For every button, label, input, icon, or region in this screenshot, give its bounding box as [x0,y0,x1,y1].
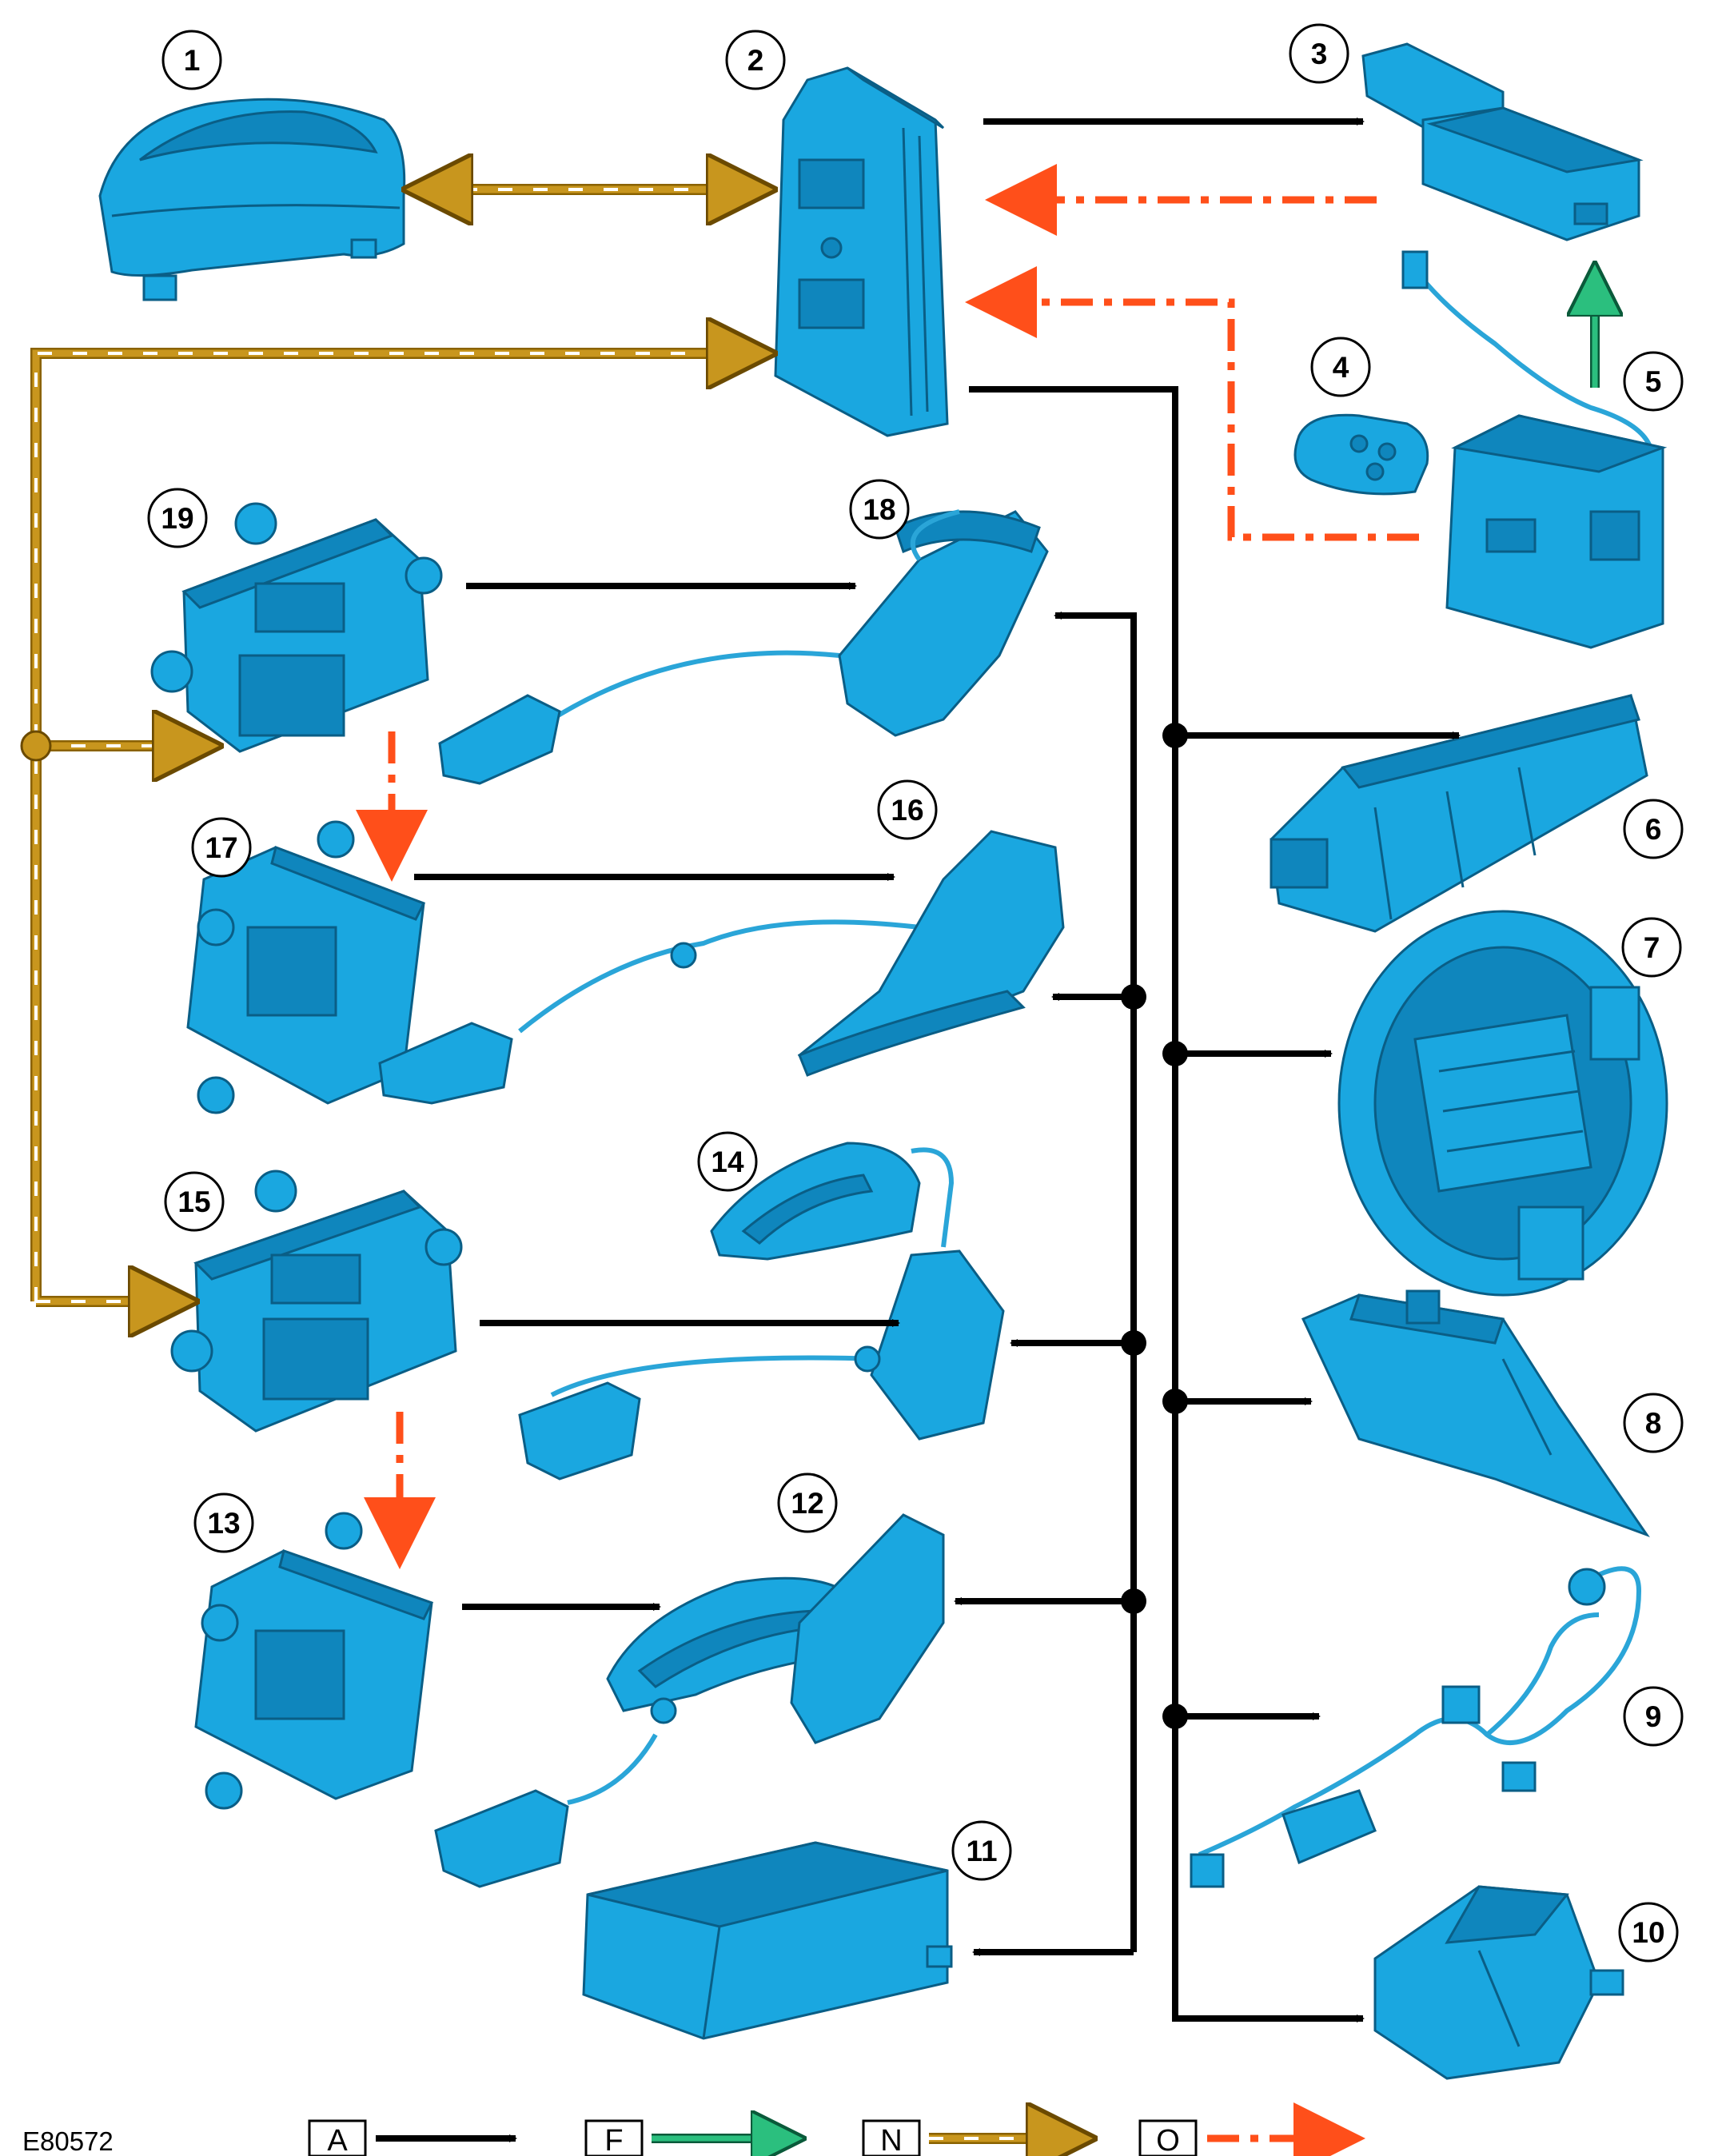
door-module-19-illustration [150,502,443,753]
svg-text:17: 17 [205,831,237,864]
svg-text:10: 10 [1632,1916,1664,1949]
callout-16: 16 [877,779,938,840]
latch-10-illustration [1373,1885,1624,2080]
svg-text:4: 4 [1333,351,1349,384]
svg-text:2: 2 [747,44,764,77]
svg-text:N: N [880,2124,902,2156]
door-module-13-illustration [194,1512,434,1810]
svg-text:F: F [604,2124,623,2156]
callout-11: 11 [951,1820,1012,1881]
callout-13: 13 [193,1492,254,1553]
callout-5: 5 [1623,351,1684,412]
clockspring-illustration [1337,910,1668,1297]
figure-reference: E80572 [22,2126,114,2156]
callout-19: 19 [147,488,208,548]
callout-1: 1 [161,30,222,90]
callout-8: 8 [1623,1393,1684,1453]
remote-key-illustration [1293,413,1429,496]
door-handle-14-illustration [518,1142,1005,1481]
svg-text:A: A [327,2124,348,2156]
callout-10: 10 [1618,1902,1679,1963]
callout-6: 6 [1623,799,1684,859]
door-module-15-illustration [170,1170,463,1433]
switch-pack-illustration [1270,694,1648,933]
door-handle-12-illustration [434,1513,945,1888]
svg-text:18: 18 [863,493,895,526]
svg-text:5: 5 [1645,365,1662,398]
callout-12: 12 [777,1473,838,1533]
svg-text:11: 11 [966,1835,997,1867]
svg-text:15: 15 [177,1186,210,1218]
connections-type-N [20,189,763,1301]
callout-7: 7 [1621,917,1682,978]
receiver-module-illustration [1361,42,1644,241]
svg-text:8: 8 [1645,1407,1662,1440]
ignition-switch-illustration [1401,250,1668,649]
svg-text:16: 16 [891,794,923,827]
legend-item-F: F [584,2121,795,2156]
instrument-cluster-illustration [98,98,406,301]
connections-type-O [356,164,1419,1569]
callout-3: 3 [1289,23,1349,84]
connections-type-A [414,118,1461,2022]
svg-text:3: 3 [1311,38,1328,70]
callout-15: 15 [164,1171,225,1232]
callout-9: 9 [1623,1686,1684,1747]
callout-4: 4 [1310,337,1371,397]
svg-text:19: 19 [161,502,193,535]
harness-9-illustration [1190,1566,1642,1888]
svg-text:6: 6 [1645,813,1662,846]
legend-item-O: O [1138,2102,1365,2156]
junction-dots [1121,723,1188,1729]
control-module-8-illustration [1301,1289,1650,1538]
svg-text:12: 12 [791,1487,823,1520]
callout-14: 14 [697,1131,758,1192]
callout-17: 17 [191,817,252,878]
svg-text:1: 1 [184,44,201,77]
callout-2: 2 [725,30,786,90]
door-handle-18-illustration [438,509,1049,785]
callout-18: 18 [849,479,910,540]
legend-item-N: N [862,2121,1083,2156]
legend: A F N O [308,2102,1365,2156]
legend-item-A: A [308,2119,517,2156]
svg-text:13: 13 [207,1507,240,1540]
control-module-11-illustration [582,1841,953,2040]
svg-text:9: 9 [1645,1700,1662,1733]
svg-text:7: 7 [1644,931,1660,964]
svg-text:14: 14 [711,1146,744,1178]
svg-text:O: O [1156,2124,1180,2156]
door-handle-16-illustration [378,830,1065,1105]
body-control-module-illustration [774,66,949,437]
